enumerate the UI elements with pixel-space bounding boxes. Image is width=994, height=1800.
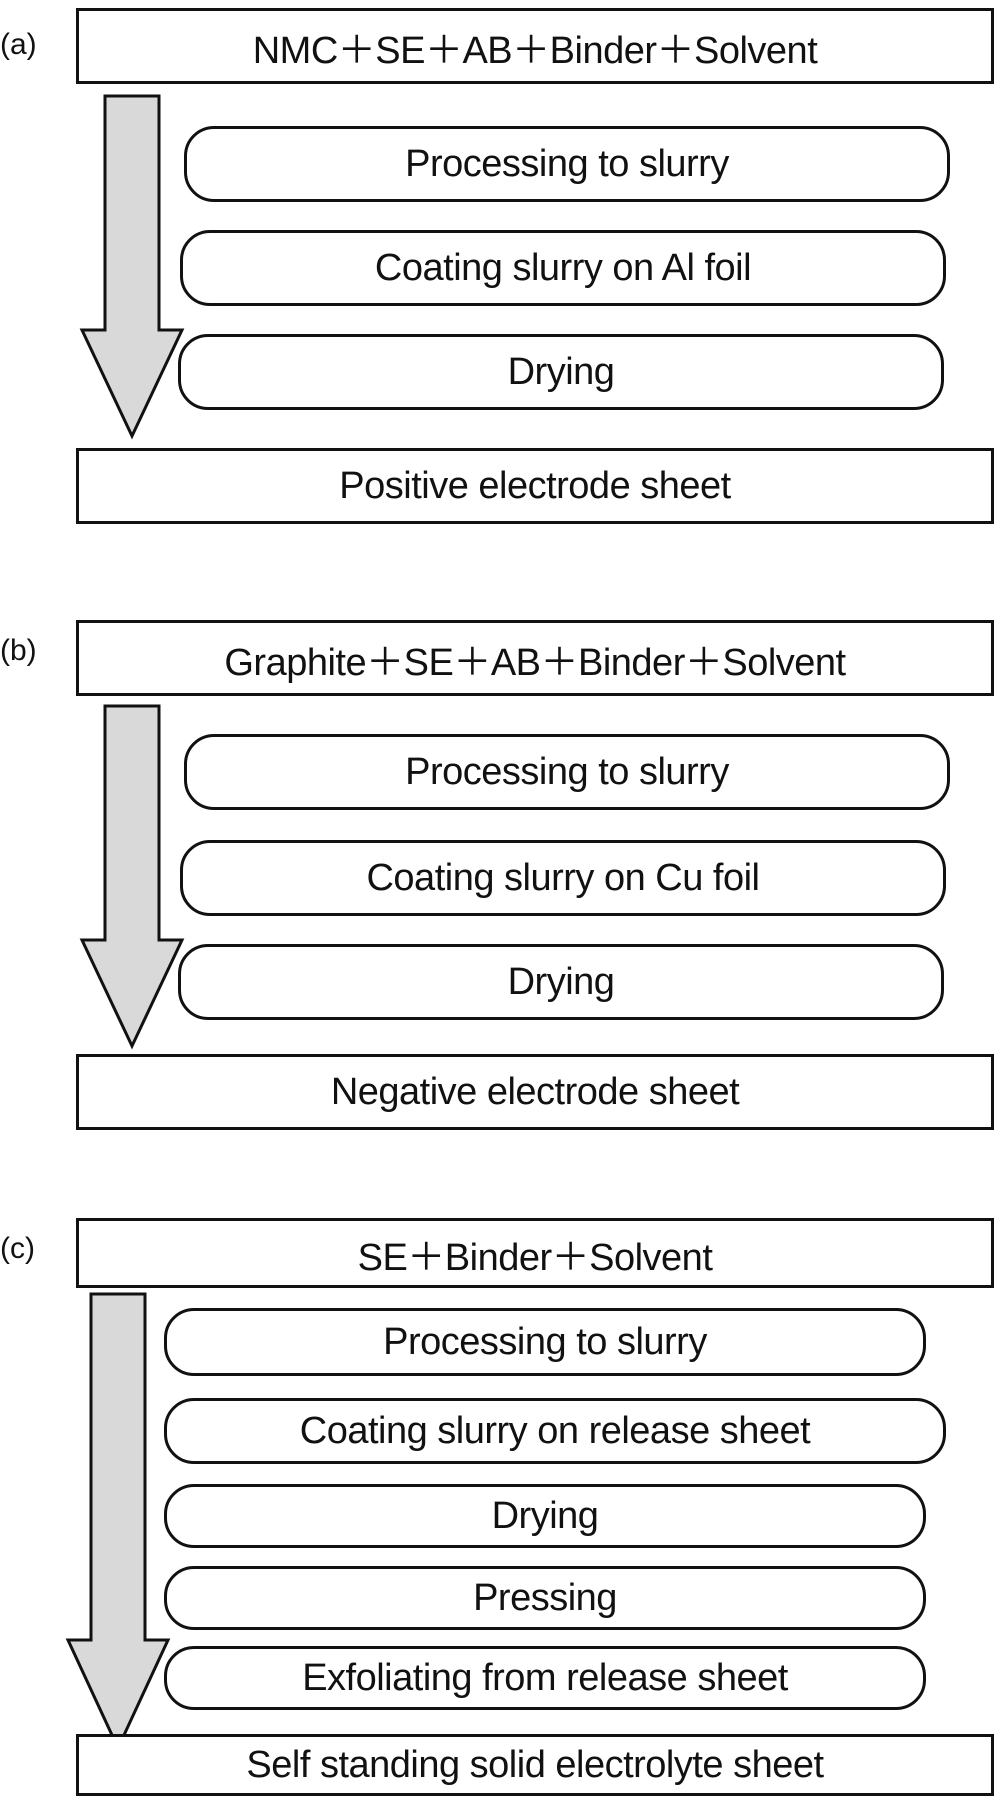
down-arrow-b <box>79 704 185 1050</box>
output-box-a: Positive electrode sheet <box>76 448 994 524</box>
step-c-5: Exfoliating from release sheet <box>164 1646 926 1710</box>
step-c-2: Coating slurry on release sheet <box>164 1398 946 1464</box>
step-c-4: Pressing <box>164 1566 926 1630</box>
input-box-a: NMC＋SE＋AB＋Binder＋Solvent <box>76 8 994 84</box>
panel-label-a: (a) <box>0 28 37 61</box>
input-box-b: Graphite＋SE＋AB＋Binder＋Solvent <box>76 620 994 696</box>
panel-label-b: (b) <box>0 634 37 667</box>
step-b-2: Coating slurry on Cu foil <box>180 840 946 916</box>
step-a-2: Coating slurry on Al foil <box>180 230 946 306</box>
output-box-b: Negative electrode sheet <box>76 1054 994 1130</box>
step-c-1: Processing to slurry <box>164 1308 926 1376</box>
step-b-3: Drying <box>178 944 944 1020</box>
panel-label-c: (c) <box>0 1232 35 1265</box>
output-box-c: Self standing solid electrolyte sheet <box>76 1734 994 1796</box>
down-arrow-a <box>79 94 185 440</box>
step-b-1: Processing to slurry <box>184 734 950 810</box>
down-arrow-c <box>65 1292 171 1752</box>
input-box-c: SE＋Binder＋Solvent <box>76 1218 994 1288</box>
step-a-1: Processing to slurry <box>184 126 950 202</box>
step-c-3: Drying <box>164 1484 926 1548</box>
step-a-3: Drying <box>178 334 944 410</box>
